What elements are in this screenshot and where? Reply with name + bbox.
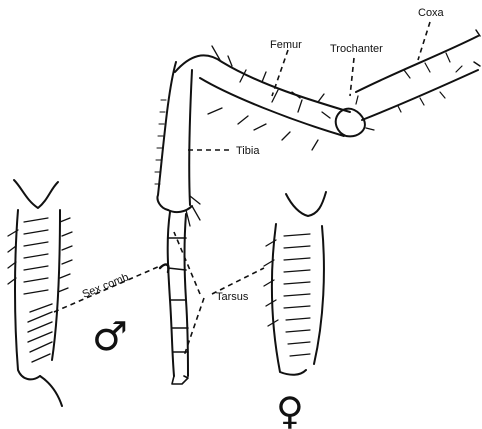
sex-comb-label: Sex comb [81, 271, 131, 300]
tibia-segment [155, 62, 200, 226]
tarsus-label: Tarsus [216, 291, 249, 303]
trochanter-segment [336, 96, 374, 136]
trochanter-label: Trochanter [330, 43, 383, 55]
male-tarsus-detail [8, 180, 72, 406]
tarsus-segment [160, 212, 188, 384]
female-symbol-icon: ♀ [276, 389, 304, 429]
femur-label: Femur [270, 39, 302, 51]
tibia-label: Tibia [236, 145, 260, 157]
male-symbol-icon: ♂ [92, 314, 128, 360]
female-tarsus-detail [264, 192, 326, 375]
coxa-label: Coxa [418, 7, 445, 19]
femur-segment [175, 46, 350, 150]
